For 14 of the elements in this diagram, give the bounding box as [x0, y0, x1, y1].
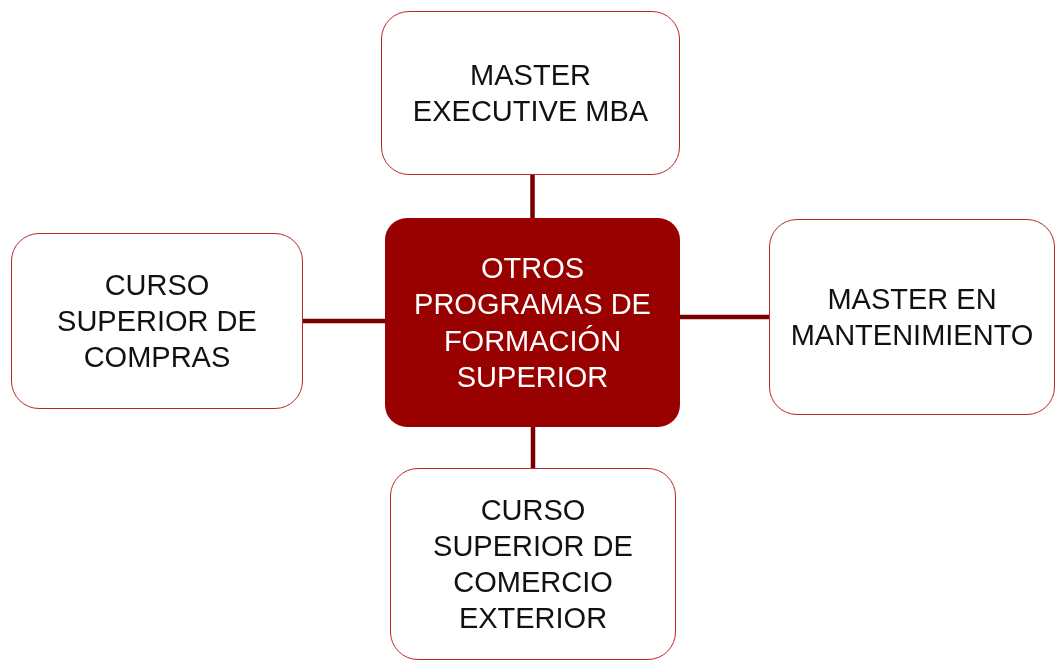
connector-line — [303, 318, 385, 324]
program-box — [11, 233, 303, 409]
box-label: CURSO SUPERIOR DE COMPRAS — [56, 267, 258, 376]
connector-line — [530, 175, 535, 218]
program-box — [390, 468, 676, 660]
hub-box — [385, 218, 680, 427]
box-label: CURSO SUPERIOR DE COMERCIO EXTERIOR — [432, 492, 634, 637]
connector-line — [530, 427, 536, 468]
program-box — [381, 11, 680, 175]
connector-line — [680, 314, 769, 320]
box-label: OTROS PROGRAMAS DE FORMACIÓN SUPERIOR — [413, 251, 652, 395]
program-box — [769, 219, 1055, 415]
box-label: MASTER EXECUTIVE MBA — [411, 57, 650, 129]
box-label: MASTER EN MANTENIMIENTO — [789, 281, 1035, 353]
